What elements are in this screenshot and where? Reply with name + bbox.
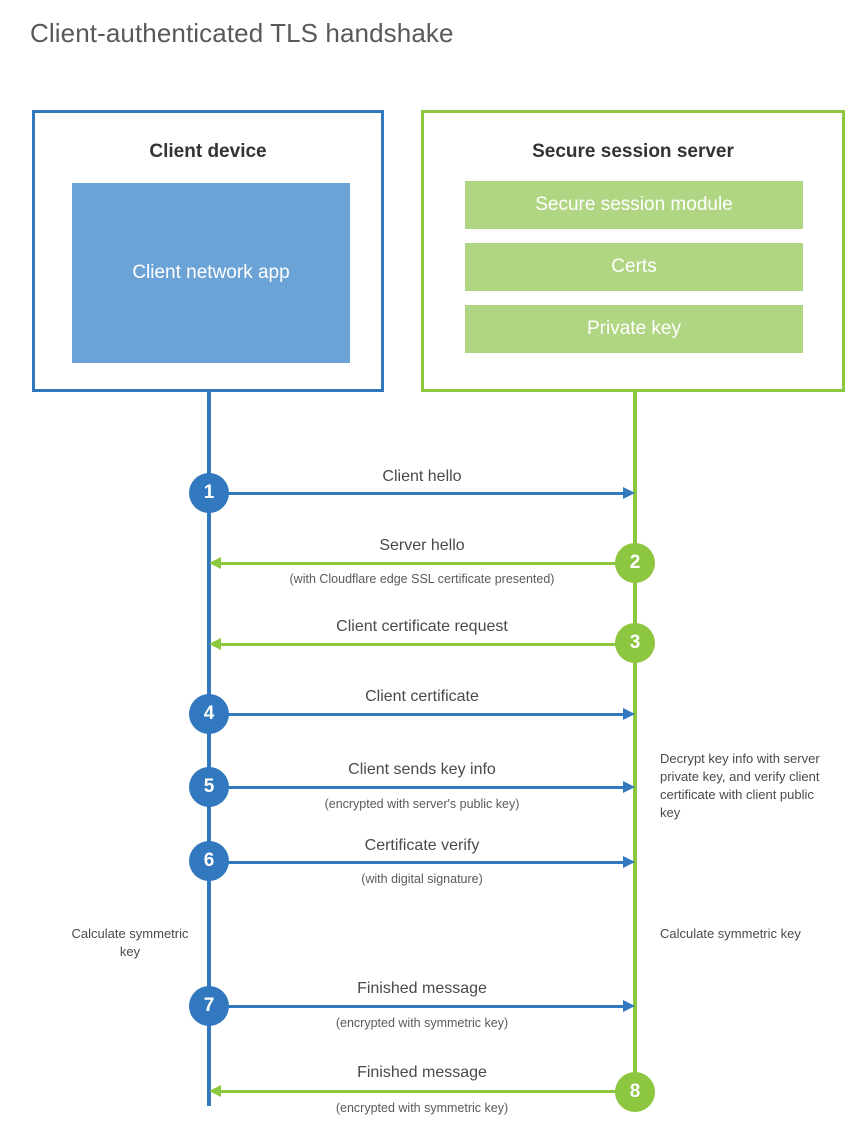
arrowhead-right-icon <box>623 708 635 720</box>
step-6-label: Certificate verify <box>364 837 480 854</box>
step-3-arrow <box>209 638 625 650</box>
step-2-arrow <box>209 557 625 569</box>
step-1-arrow <box>209 487 635 499</box>
step-5-arrow <box>209 781 635 793</box>
step-8-circle: 8 <box>615 1072 655 1112</box>
arrowhead-right-icon <box>623 856 635 868</box>
client-network-app-block: Client network app <box>72 183 350 363</box>
server-module-stack: Secure session module Certs Private key <box>465 181 803 367</box>
step-4-circle: 4 <box>189 694 229 734</box>
server-decrypt-annotation: Decrypt key info with server private key… <box>660 751 820 820</box>
step-5-sublabel: (encrypted with server's public key) <box>324 797 520 811</box>
step-7-sublabel: (encrypted with symmetric key) <box>335 1016 509 1030</box>
step-7-circle: 7 <box>189 986 229 1026</box>
server-module-secure-session: Secure session module <box>465 181 803 229</box>
step-4-arrow <box>209 708 635 720</box>
step-7-arrow <box>209 1000 635 1012</box>
arrowhead-right-icon <box>623 1000 635 1012</box>
step-6-arrow <box>209 856 635 868</box>
server-calculate-annotation: Calculate symmetric key <box>660 926 801 941</box>
step-3-label: Client certificate request <box>336 618 508 635</box>
server-lifeline <box>633 392 637 1093</box>
page-title: Client-authenticated TLS handshake <box>30 18 454 48</box>
step-3-circle: 3 <box>615 623 655 663</box>
step-6-sublabel: (with digital signature) <box>361 872 483 886</box>
client-device-title: Client device <box>149 141 267 162</box>
step-1-label: Client hello <box>382 468 462 485</box>
client-device-box: Client device Client network app <box>32 110 384 392</box>
secure-session-server-box: Secure session server Secure session mod… <box>421 110 845 392</box>
step-1-circle: 1 <box>189 473 229 513</box>
arrowhead-right-icon <box>623 781 635 793</box>
step-2-label: Server hello <box>379 537 465 554</box>
step-6-circle: 6 <box>189 841 229 881</box>
step-4-label: Client certificate <box>365 688 479 705</box>
server-module-private-key: Private key <box>465 305 803 353</box>
arrowhead-left-icon <box>209 1085 221 1097</box>
step-5-circle: 5 <box>189 767 229 807</box>
client-lifeline <box>207 392 211 1106</box>
step-8-arrow <box>209 1085 625 1097</box>
step-7-label: Finished message <box>357 980 487 997</box>
arrowhead-left-icon <box>209 557 221 569</box>
client-calculate-annotation: Calculate symmetric key <box>71 926 189 959</box>
server-module-certs: Certs <box>465 243 803 291</box>
step-2-circle: 2 <box>615 543 655 583</box>
step-5-label: Client sends key info <box>348 761 496 778</box>
step-2-sublabel: (with Cloudflare edge SSL certificate pr… <box>289 572 555 586</box>
step-8-sublabel: (encrypted with symmetric key) <box>335 1101 509 1115</box>
step-8-label: Finished message <box>357 1064 487 1081</box>
arrowhead-left-icon <box>209 638 221 650</box>
arrowhead-right-icon <box>623 487 635 499</box>
secure-session-server-title: Secure session server <box>532 141 734 162</box>
